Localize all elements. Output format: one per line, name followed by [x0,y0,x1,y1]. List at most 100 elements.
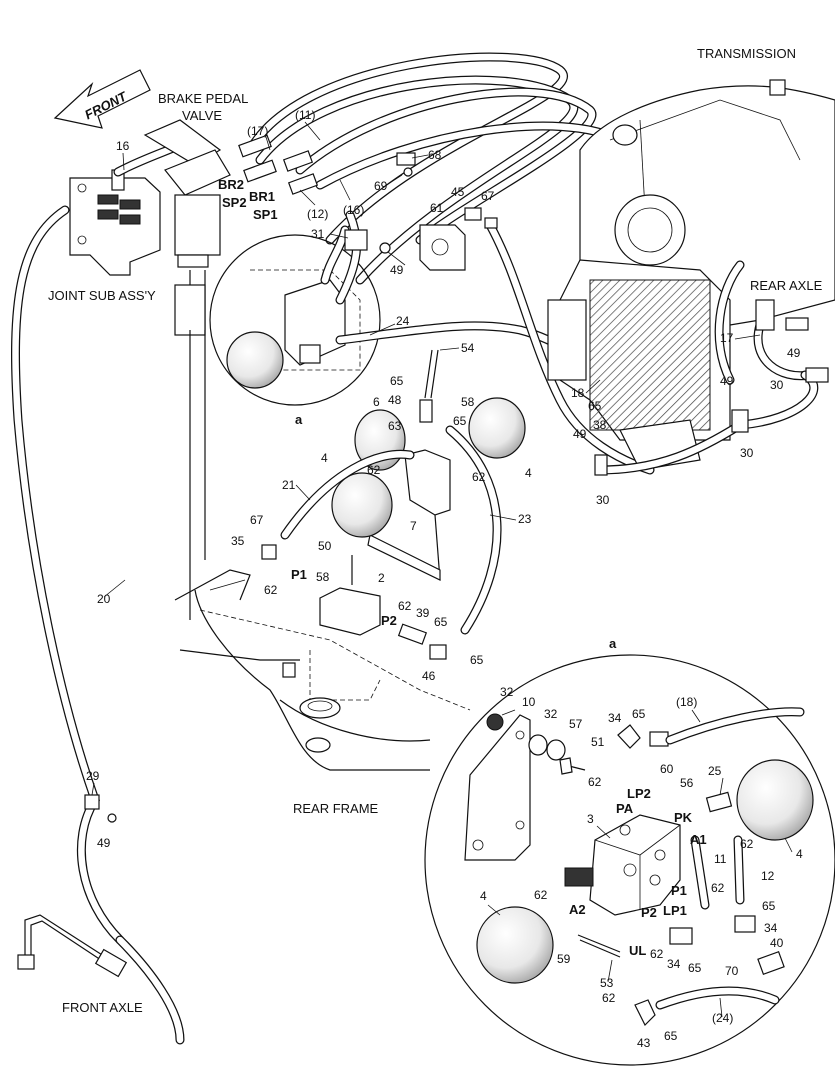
brake-pedal-valve-label-2: VALVE [182,108,222,123]
part-number: 6 [373,395,380,409]
part-number: 62 [264,583,278,597]
part-number: 48 [388,393,402,407]
part-number: 58 [461,395,475,409]
port-a2: A2 [569,902,586,917]
clamp-31 [344,229,391,254]
part-number: (17) [247,124,268,138]
part-number: 69 [374,179,388,193]
part-number: 7 [410,519,417,533]
front-arrow-icon: FRONT [53,69,151,129]
part-number: 18 [571,386,585,400]
rear-frame [174,569,471,771]
part-number: 49 [97,836,111,850]
part-number: 59 [557,952,571,966]
front-axle-label: FRONT AXLE [62,1000,143,1015]
port-sp2: SP2 [222,195,247,210]
part-number: 62 [367,463,381,477]
brake-pedal-valve [143,119,319,336]
joint-sub-assy [69,140,185,276]
port-br1: BR1 [249,189,275,204]
leader-lines [91,121,793,1018]
upper-hose-bundle [245,52,625,285]
part-number: 25 [708,764,722,778]
port-pk: PK [674,810,693,825]
part-number: 39 [416,606,430,620]
part-number: 70 [725,964,739,978]
part-number: 65 [588,399,602,413]
part-number: 31 [311,227,325,241]
port-p1-detail: P1 [671,883,687,898]
valve-block-2 [261,544,447,660]
part-number: 49 [390,263,404,277]
part-number: 53 [600,976,614,990]
detail-circle-a-large [424,654,835,1066]
port-ul: UL [629,943,646,958]
front-axle-pipe [17,914,128,978]
rear-axle-label: REAR AXLE [750,278,823,293]
hose-21-23 [280,425,502,635]
text-labels: BRAKE PEDAL VALVE TRANSMISSION REAR AXLE… [48,46,823,1050]
part-number: 32 [544,707,558,721]
port-p2: P2 [381,613,397,628]
part-number: 49 [720,374,734,388]
part-number: 62 [711,881,725,895]
part-number: 67 [250,513,264,527]
part-number: (12) [307,207,328,221]
part-number: 62 [588,775,602,789]
detail-a-label-small: a [295,412,303,427]
part-number: 65 [664,1029,678,1043]
port-p1: P1 [291,567,307,582]
part-number: 34 [608,711,622,725]
part-number: 49 [573,427,587,441]
part-number: 68 [428,148,442,162]
clamp-29 [84,794,117,823]
part-number: 62 [534,888,548,902]
port-pa: PA [616,801,634,816]
part-number: 12 [761,869,775,883]
part-number: 17 [720,331,734,345]
part-number: 38 [593,418,607,432]
part-number: 65 [390,374,404,388]
part-number: 11 [714,852,727,866]
part-number: 21 [282,478,296,492]
part-number: 60 [660,762,674,776]
bracket-69 [396,152,416,177]
part-number: 35 [231,534,245,548]
part-number: 65 [470,653,484,667]
part-number: 30 [770,378,784,392]
port-a1: A1 [690,832,707,847]
port-sp1: SP1 [253,207,278,222]
part-number: 46 [422,669,436,683]
part-number: 65 [688,961,702,975]
part-number: 65 [632,707,646,721]
hose-20 [11,205,185,1045]
rear-frame-label: REAR FRAME [293,801,379,816]
part-number: 4 [480,889,487,903]
part-number: 62 [398,599,412,613]
transmission [547,79,835,471]
part-number: 4 [525,466,532,480]
part-number: 45 [451,185,465,199]
part-number: 29 [86,769,100,783]
part-number: 65 [434,615,448,629]
part-number: 40 [770,936,784,950]
part-number: 51 [591,735,605,749]
part-number: 62 [740,837,754,851]
brake-pedal-valve-label: BRAKE PEDAL [158,91,248,106]
joint-sub-assy-label: JOINT SUB ASS'Y [48,288,156,303]
part-number: 30 [596,493,610,507]
port-lp1: LP1 [663,903,687,918]
transmission-label: TRANSMISSION [697,46,796,61]
part-number: 63 [388,419,402,433]
part-number: 58 [316,570,330,584]
part-number: 65 [453,414,467,428]
part-number: 67 [481,189,495,203]
part-number: (16) [343,203,364,217]
part-number: 34 [764,921,778,935]
part-number: 62 [472,470,486,484]
part-number: 61 [430,201,444,215]
port-p2-detail: P2 [641,905,657,920]
port-br2: BR2 [218,177,244,192]
port-lp2: LP2 [627,786,651,801]
